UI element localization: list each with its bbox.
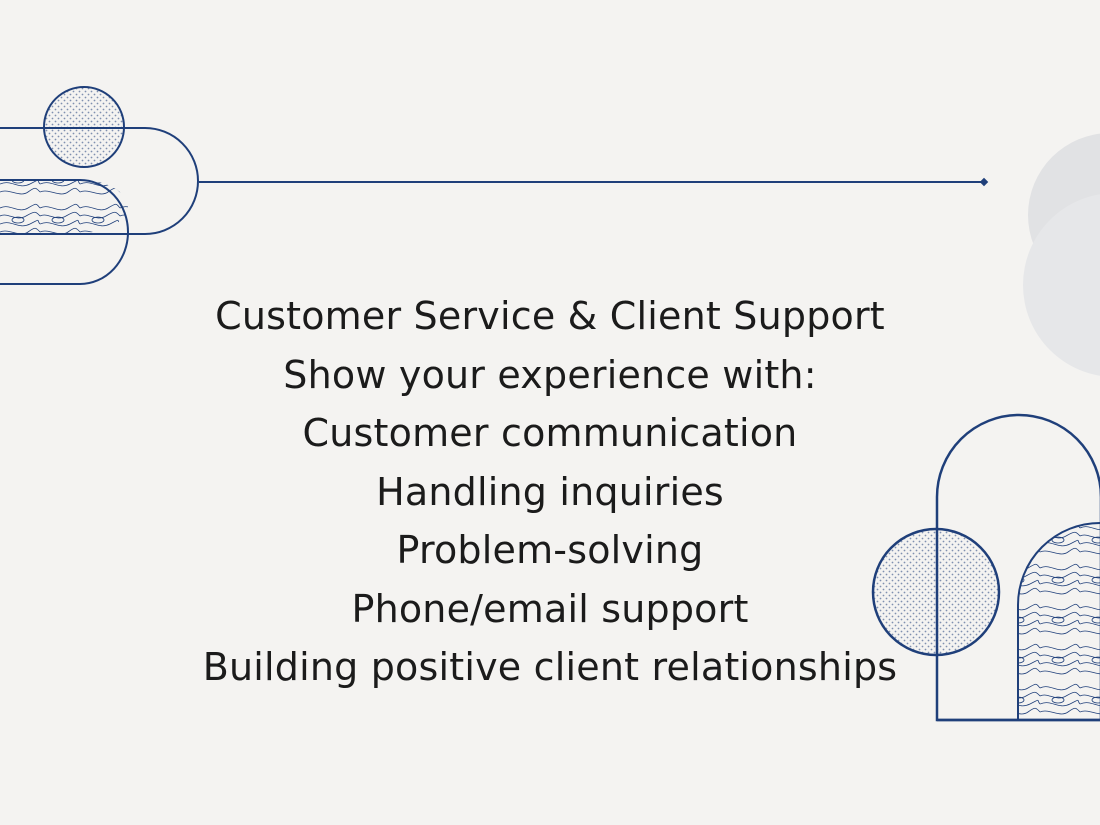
top-left-decoration bbox=[0, 86, 989, 285]
list-item: Customer communication bbox=[302, 411, 798, 455]
slide-subtitle: Show your experience with: bbox=[283, 352, 817, 397]
list-item: Building positive client relationships bbox=[202, 645, 898, 689]
slide-text-block: Customer Service & Client Support Show y… bbox=[0, 287, 1100, 697]
list-item: Handling inquiries bbox=[376, 469, 724, 514]
slide-title: Customer Service & Client Support bbox=[215, 294, 885, 338]
bottom-right-decoration bbox=[871, 413, 1100, 722]
list-item: Problem-solving bbox=[396, 528, 704, 572]
list-item: Phone/email support bbox=[351, 586, 749, 631]
soft-gray-shapes bbox=[1023, 133, 1100, 376]
